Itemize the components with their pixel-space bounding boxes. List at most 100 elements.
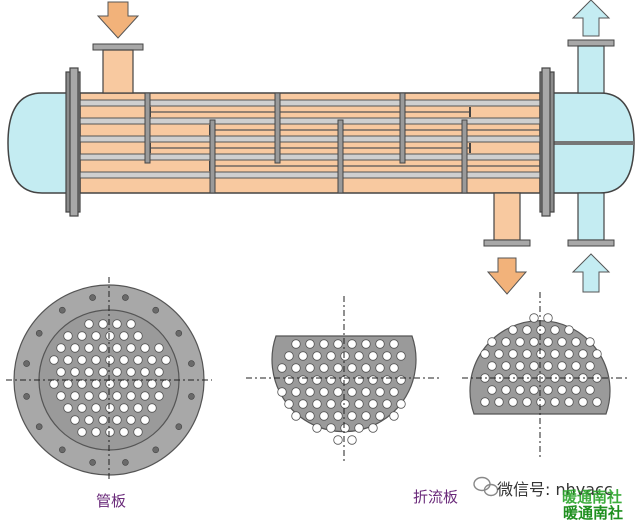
tube-hole — [91, 355, 101, 365]
baffle-hole — [312, 351, 322, 361]
baffle-hole — [522, 325, 532, 335]
baffle-hole — [312, 423, 322, 433]
baffle-hole — [480, 349, 490, 359]
tube-hole — [112, 367, 122, 377]
baffle-hole — [550, 349, 560, 359]
tube-hole — [49, 379, 59, 389]
baffle-2-centerlines — [462, 292, 630, 460]
baffle-hole — [564, 397, 574, 407]
tube-hole — [112, 391, 122, 401]
baffle-hole — [571, 385, 581, 395]
tube-hole — [84, 367, 94, 377]
tube-hole — [77, 427, 87, 437]
baffle-hole — [291, 411, 301, 421]
baffle-hole — [585, 361, 595, 371]
tube-hole — [154, 367, 164, 377]
baffle-hole — [326, 351, 336, 361]
right-flange — [539, 67, 555, 217]
bolt-hole — [89, 294, 96, 301]
baffles — [144, 92, 468, 194]
tube-hole — [161, 379, 171, 389]
tube-hole — [98, 319, 108, 329]
baffle-hole — [291, 339, 301, 349]
baffle-hole — [536, 349, 546, 359]
baffle-hole — [368, 423, 378, 433]
bolt-hole — [188, 393, 195, 400]
tube-hole — [91, 403, 101, 413]
bolt-hole — [122, 459, 129, 466]
tube-hole — [133, 379, 143, 389]
tube-hole — [84, 391, 94, 401]
tube-hole — [147, 403, 157, 413]
baffle-hole — [284, 375, 294, 385]
tube-hole — [133, 331, 143, 341]
tube-hole — [49, 355, 59, 365]
baffle-hole — [529, 337, 539, 347]
baffle-hole — [536, 325, 546, 335]
baffle-hole — [326, 399, 336, 409]
bolt-hole — [122, 294, 129, 301]
tube-hole — [98, 391, 108, 401]
baffle-hole — [592, 349, 602, 359]
baffle-hole — [333, 387, 343, 397]
tube-hole — [56, 343, 66, 353]
tube-hole — [91, 331, 101, 341]
tube-hole — [63, 331, 73, 341]
shell-outlet-nozzle — [483, 192, 531, 247]
baffle-hole — [375, 339, 385, 349]
baffle-hole — [298, 399, 308, 409]
baffle-hole — [389, 339, 399, 349]
baffle-1-holes — [277, 339, 406, 445]
baffle-hole — [543, 313, 553, 323]
baffle-hole — [536, 397, 546, 407]
baffle-hole — [578, 397, 588, 407]
tube-hole — [98, 415, 108, 425]
tube-hole — [105, 379, 115, 389]
baffle-hole — [347, 435, 357, 445]
tube-hole — [77, 331, 87, 341]
tube-hole — [119, 331, 129, 341]
bolt-hole — [23, 393, 30, 400]
tube-hole — [105, 403, 115, 413]
baffle-hole — [515, 361, 525, 371]
tube-hole — [154, 343, 164, 353]
baffle-hole — [585, 385, 595, 395]
baffle-hole — [361, 363, 371, 373]
baffle-hole — [347, 411, 357, 421]
baffle-hole — [529, 361, 539, 371]
tube-outlet-arrow-icon — [571, 0, 611, 37]
footer-brand: 暖通南社 — [563, 504, 624, 522]
tube-hole — [98, 343, 108, 353]
tube-sheet-view — [6, 277, 212, 480]
tube-hole — [112, 343, 122, 353]
tube-hole — [70, 391, 80, 401]
baffle-hole — [277, 363, 287, 373]
tie-rods — [150, 111, 545, 167]
tube-hole — [84, 343, 94, 353]
wechat-logo-icon — [473, 476, 499, 497]
baffle-hole — [361, 387, 371, 397]
bolt-hole — [35, 329, 43, 337]
bolt-hole — [152, 306, 159, 314]
baffle-hole — [298, 375, 308, 385]
baffle-hole — [396, 399, 406, 409]
watermark-stamp: 暖通南社 — [562, 488, 623, 506]
bolt-hole — [175, 329, 183, 337]
baffle-hole — [389, 387, 399, 397]
baffle-hole — [298, 351, 308, 361]
baffle-hole — [389, 363, 399, 373]
tube-hole — [98, 367, 108, 377]
baffle-hole — [368, 399, 378, 409]
baffle-hole — [277, 387, 287, 397]
tube-hole — [147, 355, 157, 365]
baffle-hole — [305, 339, 315, 349]
baffle-label: 折流板 — [413, 488, 459, 506]
baffle-hole — [557, 361, 567, 371]
baffle-hole — [515, 385, 525, 395]
tube-hole — [140, 343, 150, 353]
baffle-hole — [361, 339, 371, 349]
baffle-hole — [326, 375, 336, 385]
baffle-hole — [333, 411, 343, 421]
baffle-hole — [529, 385, 539, 395]
